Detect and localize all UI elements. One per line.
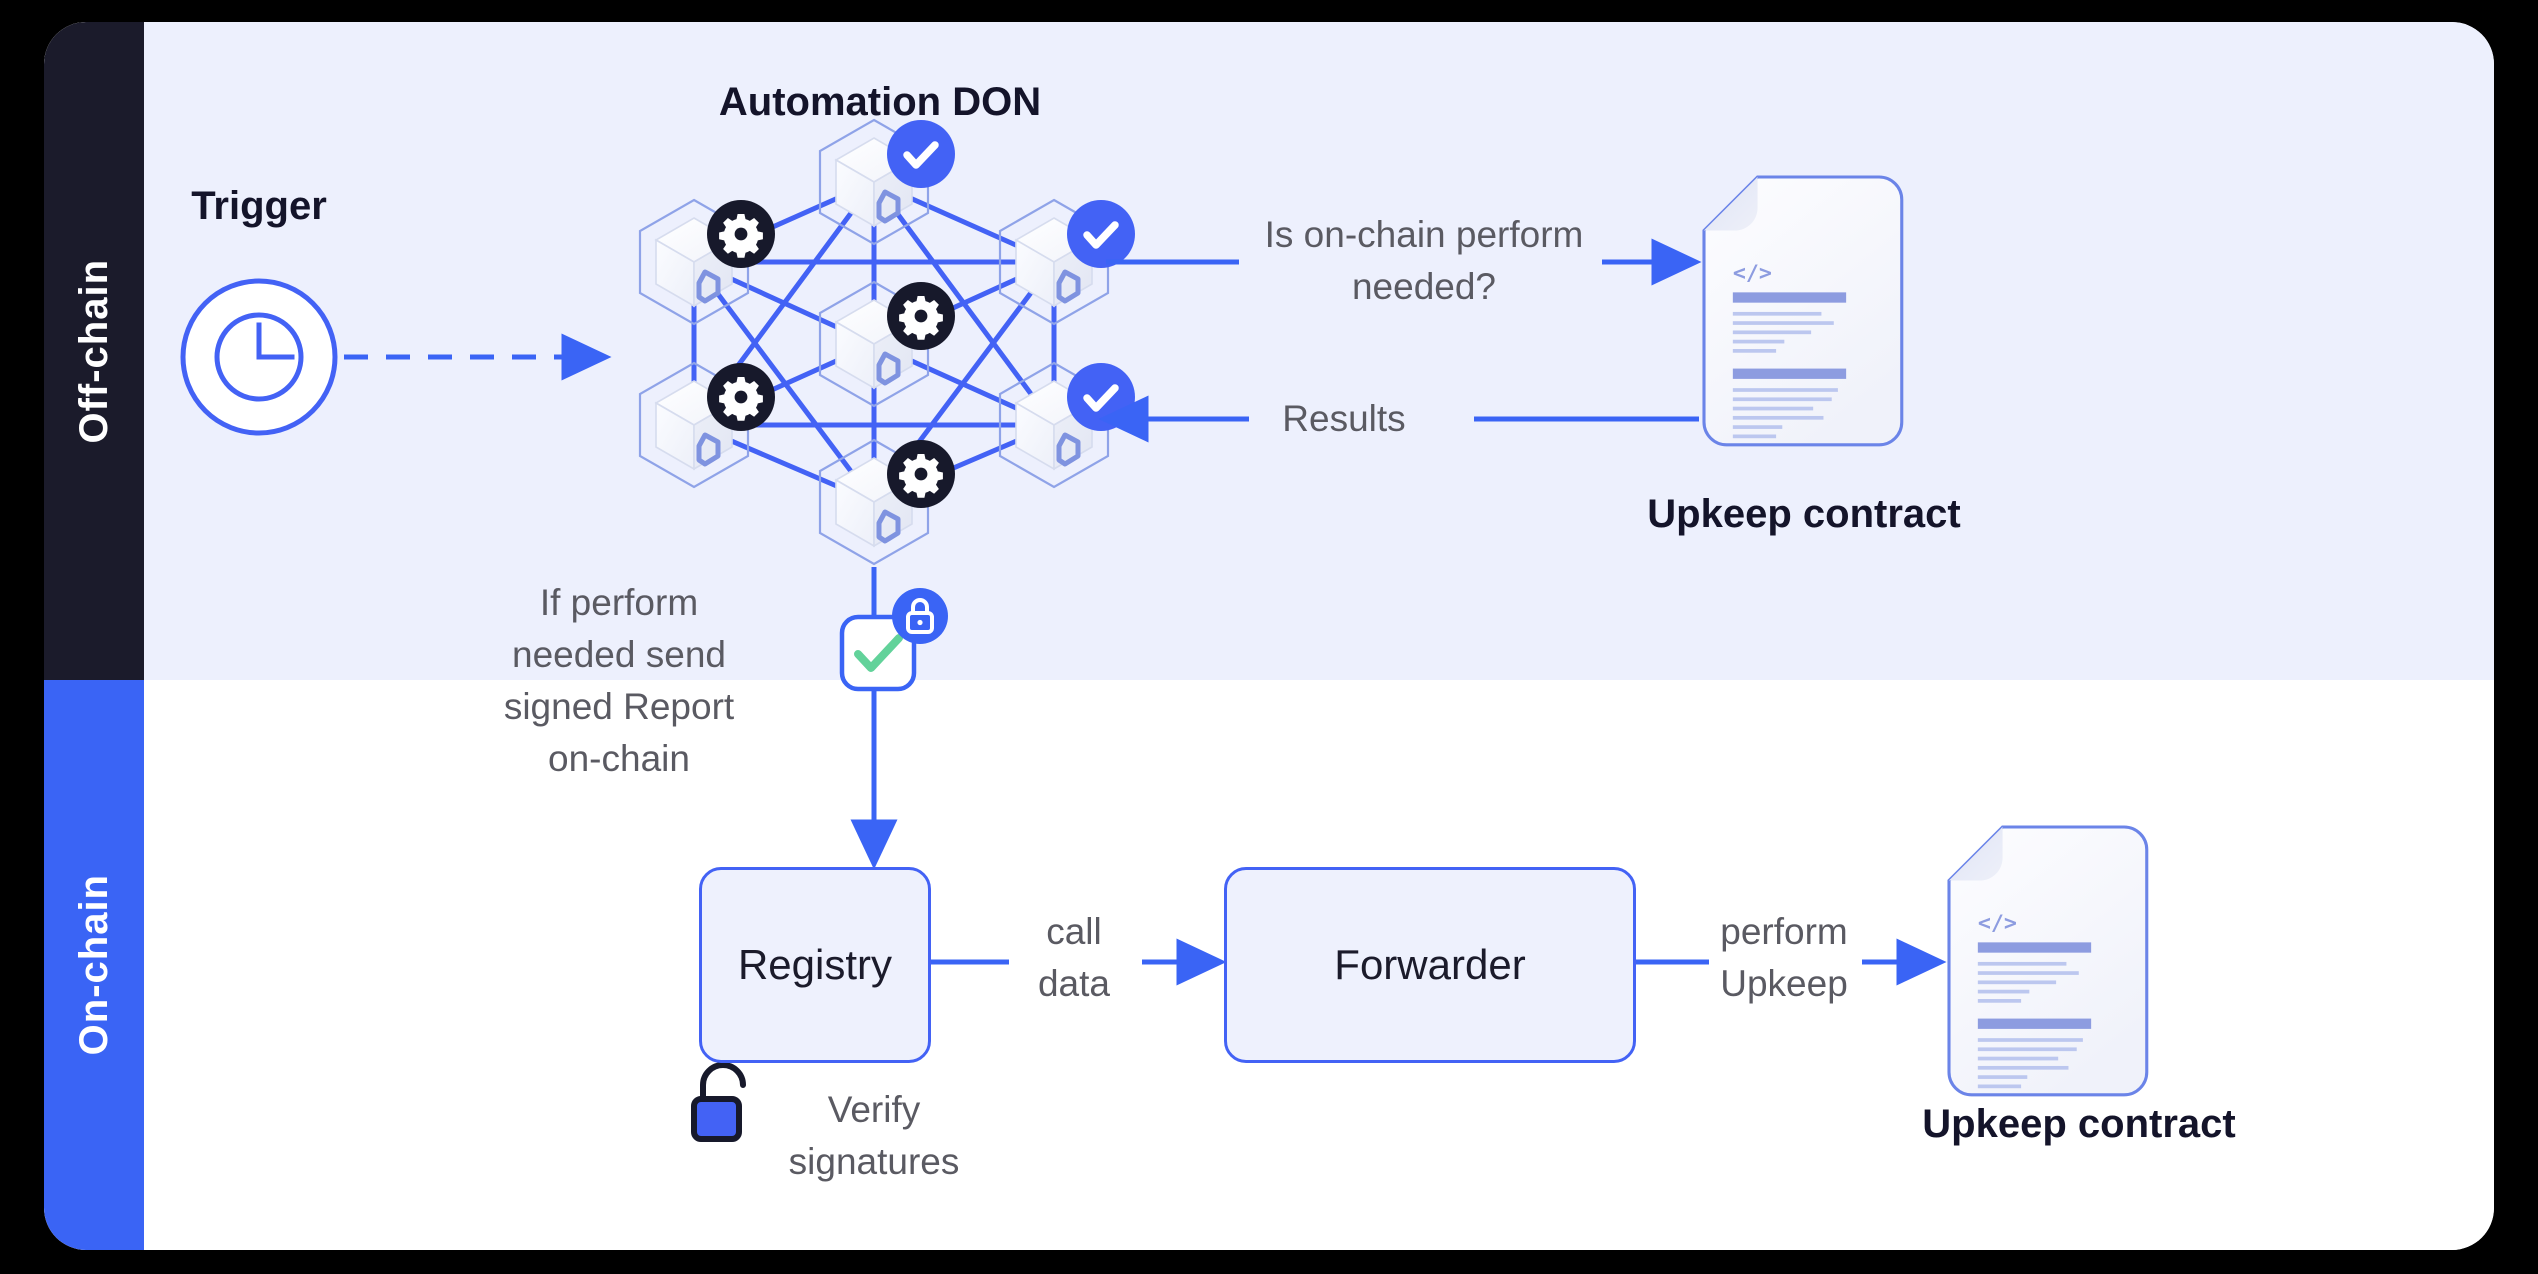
signed-report-note: If perform needed send signed Report on-… (503, 582, 735, 779)
don-node-center (820, 282, 955, 406)
closed-padlock-icon (906, 598, 934, 634)
don-node-top (820, 120, 955, 244)
forwarder-box[interactable]: Forwarder (1224, 867, 1636, 1063)
call-data-label: call data (1037, 911, 1110, 1004)
results-label: Results (1282, 398, 1406, 439)
registry-box[interactable]: Registry (699, 867, 931, 1063)
trigger-label: Trigger (191, 184, 327, 228)
perform-upkeep-label: perform Upkeep (1720, 911, 1848, 1004)
rail-onchain: On-chain (44, 680, 144, 1250)
trigger-clock-icon (180, 278, 338, 436)
forwarder-label: Forwarder (1334, 941, 1526, 988)
onchain-upkeep-contract-icon (1947, 825, 2149, 1097)
onchain-upkeep-contract-label: Upkeep contract (1922, 1102, 2236, 1146)
is-onchain-perform-needed-label: Is on-chain perform needed? (1264, 214, 1584, 307)
registry-label: Registry (737, 941, 893, 988)
verify-signatures-label: Verify signatures (788, 1089, 960, 1182)
don-node-lower-right (1000, 363, 1135, 487)
diagram-card: Off-chain On-chain (44, 22, 2494, 1250)
don-node-lower-left (640, 363, 775, 487)
rail-offchain: Off-chain (44, 22, 144, 680)
offchain-upkeep-contract-icon (1702, 175, 1904, 447)
signed-report-badge (839, 588, 948, 692)
offchain-upkeep-contract-label: Upkeep contract (1647, 492, 1961, 536)
open-padlock-icon (691, 1062, 746, 1142)
don-node-upper-left (640, 200, 775, 324)
offchain-region-background (144, 22, 2494, 680)
don-node-bottom (820, 440, 955, 564)
automation-don-title: Automation DON (718, 80, 1042, 124)
graphics-layer: </> (180, 22, 2149, 1142)
